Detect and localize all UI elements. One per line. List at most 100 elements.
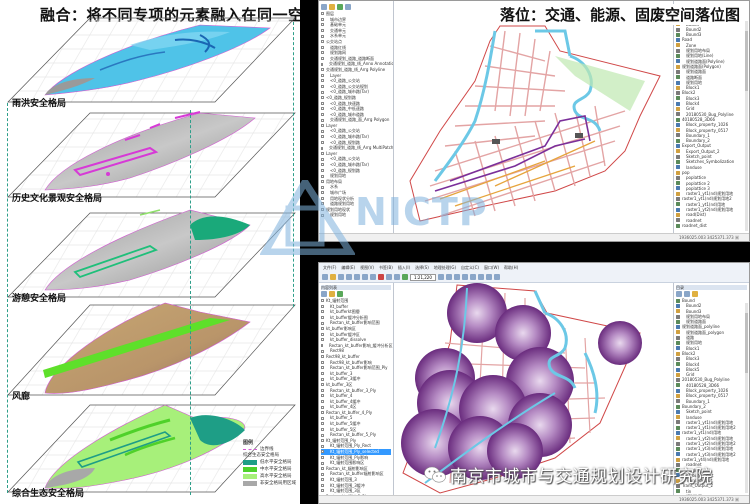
toc-layer-item[interactable]: <0_道路_城市路(Tar) [321, 134, 391, 140]
toc-layer-item[interactable]: kt_buffer_dissolve [321, 337, 391, 343]
layer-checkbox[interactable] [321, 422, 324, 426]
layer-checkbox[interactable] [321, 23, 324, 27]
find-icon[interactable] [493, 274, 500, 280]
toc-layer-item[interactable]: <0_道路_规划路 [321, 95, 391, 101]
layer-checkbox[interactable] [321, 461, 324, 465]
menu-item[interactable]: 编辑(E) [341, 264, 356, 270]
toc-layer-item[interactable]: kt_buffer缓冲区 [321, 332, 391, 338]
layer-checkbox[interactable] [321, 383, 324, 387]
layer-checkbox[interactable] [321, 388, 324, 392]
layer-checkbox[interactable] [321, 45, 324, 49]
layer-checkbox[interactable] [321, 299, 324, 303]
toc-layer-item[interactable]: kt_buffer缓冲分析图 [321, 315, 391, 321]
layer-checkbox[interactable] [321, 112, 324, 116]
catalog-item[interactable]: Boundary_1 [676, 133, 747, 138]
layer-checkbox[interactable] [321, 394, 324, 398]
layer-checkbox[interactable] [321, 377, 324, 381]
toc-layer-item[interactable]: 交通规划_道路_线_Anno Annotation [321, 61, 393, 67]
scale-dropdown[interactable]: 1:21,220 [410, 273, 436, 281]
layer-checkbox[interactable] [321, 34, 324, 38]
catalog-item[interactable]: pop [676, 170, 747, 175]
layer-checkbox[interactable] [321, 12, 324, 16]
new-icon[interactable] [322, 274, 328, 280]
layer-checkbox[interactable] [321, 450, 324, 454]
toc-layer-item[interactable]: <0_道路_中低速路 [321, 106, 391, 112]
toc-layer-item[interactable]: 基础单元 [321, 22, 391, 28]
layer-checkbox[interactable] [321, 118, 324, 122]
layer-checkbox[interactable] [321, 399, 324, 403]
catalog-item[interactable]: Boundary_1 [676, 399, 747, 404]
layer-checkbox[interactable] [321, 85, 324, 89]
toc-layer-item[interactable]: kt_buffer_3 [321, 371, 391, 377]
layer-checkbox[interactable] [321, 478, 324, 482]
catalog-item[interactable]: road(Dist) [676, 212, 747, 217]
catalog-item[interactable]: Bound2 [676, 303, 747, 308]
catalog-item[interactable]: Zone [676, 43, 747, 48]
toc-layer-item[interactable]: 交通规划_道路_面_Arrg Polygon [321, 117, 391, 123]
toc-layer-item[interactable]: Kt_辐射范围 [321, 298, 391, 304]
layer-checkbox[interactable] [321, 152, 324, 156]
catalog-folder-icon[interactable] [692, 290, 698, 297]
toc-layer-item[interactable]: kt_buffer_3缓冲 [321, 376, 391, 382]
catalog-item[interactable]: 规划用地布局 [676, 48, 747, 53]
toc-layer-item[interactable]: 规划路网 [321, 50, 391, 56]
layer-checkbox[interactable] [321, 129, 324, 133]
toc-layer-item[interactable]: Kt_辐射范围影响区 [321, 460, 391, 466]
zoom-out-icon[interactable] [445, 274, 452, 280]
delete-icon[interactable] [378, 274, 384, 280]
catalog-item[interactable]: raster1_yt2(nd)规划用地 [676, 207, 747, 212]
toc-layer-item[interactable]: 交通规划_道路_道路断面 [321, 56, 391, 62]
catalog-item[interactable]: Trans_Output_2 [676, 483, 747, 488]
list-by-visibility-icon[interactable] [337, 3, 343, 10]
catalog-item[interactable]: poplattice 2 [676, 181, 747, 186]
measure-icon[interactable] [485, 274, 492, 280]
layer-checkbox[interactable] [321, 349, 324, 353]
layer-checkbox[interactable] [321, 427, 324, 431]
catalog-item[interactable]: 规划用地 [676, 80, 747, 85]
layer-checkbox[interactable] [321, 405, 324, 409]
toc-layer-item[interactable]: Rectan_kt_buffer影响范围_Ply [321, 365, 391, 371]
layer-checkbox[interactable] [321, 213, 324, 217]
catalog-item[interactable]: Block_property_0517 [676, 393, 747, 398]
catalog-item[interactable]: raster1_yt1(nd)规划用地2 [676, 425, 747, 430]
layer-checkbox[interactable] [321, 483, 324, 487]
catalog-back-icon[interactable] [676, 290, 682, 297]
catalog-item[interactable]: roadnet_dist [676, 468, 747, 473]
menu-item[interactable]: 帮助(H) [504, 264, 519, 270]
catalog-item[interactable]: Block3 [676, 356, 747, 361]
catalog-item[interactable]: 20180530_Bug_Polyline [676, 112, 747, 117]
list-by-source-icon[interactable] [329, 3, 335, 10]
layer-checkbox[interactable] [321, 202, 324, 206]
toc-layer-item[interactable]: 交通规划_道路_线_Arrg MultiPatch [321, 145, 393, 151]
toc-layer-item[interactable]: 道路红线 [321, 45, 391, 51]
layer-checkbox[interactable] [321, 338, 324, 342]
toc-layer-item[interactable]: Kt_辐射范围_Ply影响 [321, 455, 391, 461]
layer-checkbox[interactable] [321, 101, 324, 105]
layer-checkbox[interactable] [321, 68, 324, 72]
save-icon[interactable] [338, 274, 344, 280]
menu-item[interactable]: 文件(F) [323, 264, 337, 270]
toc-layer-item[interactable]: Kt_辐射范围_Ply [321, 438, 391, 444]
layer-checkbox[interactable] [321, 310, 324, 314]
list-by-selection-icon[interactable] [345, 3, 351, 10]
layer-checkbox[interactable] [321, 439, 324, 443]
layer-checkbox[interactable] [321, 157, 324, 161]
catalog-item[interactable]: 规划用地 [676, 340, 747, 345]
toc-layer-item[interactable]: kt_buffer_4缓冲 [321, 399, 391, 405]
menu-item[interactable]: 书签(B) [378, 264, 393, 270]
catalog-item[interactable]: Export_Output_2 [676, 149, 747, 154]
toc-layer-item[interactable]: kt_buffer影响区 [321, 326, 391, 332]
catalog-item[interactable]: raster1_yt3(nd)规划用地2 [676, 452, 747, 457]
catalog-item[interactable]: Block2 [676, 351, 747, 356]
catalog-item[interactable]: Boundary_2 [676, 138, 747, 143]
catalog-item[interactable]: roadnet [676, 462, 747, 467]
cut-icon[interactable] [354, 274, 360, 280]
catalog-item[interactable]: tin [676, 489, 747, 494]
copy-icon[interactable] [362, 274, 368, 280]
layer-checkbox[interactable] [321, 366, 324, 370]
catalog-item[interactable]: Block3 [676, 96, 747, 101]
catalog-item[interactable]: raster1_yt1(nd)规划用地 [676, 420, 747, 425]
toc-layer-item[interactable]: kt_buffer_5缓冲 [321, 421, 391, 427]
layer-checkbox[interactable] [321, 168, 324, 172]
layer-checkbox[interactable] [321, 146, 323, 150]
